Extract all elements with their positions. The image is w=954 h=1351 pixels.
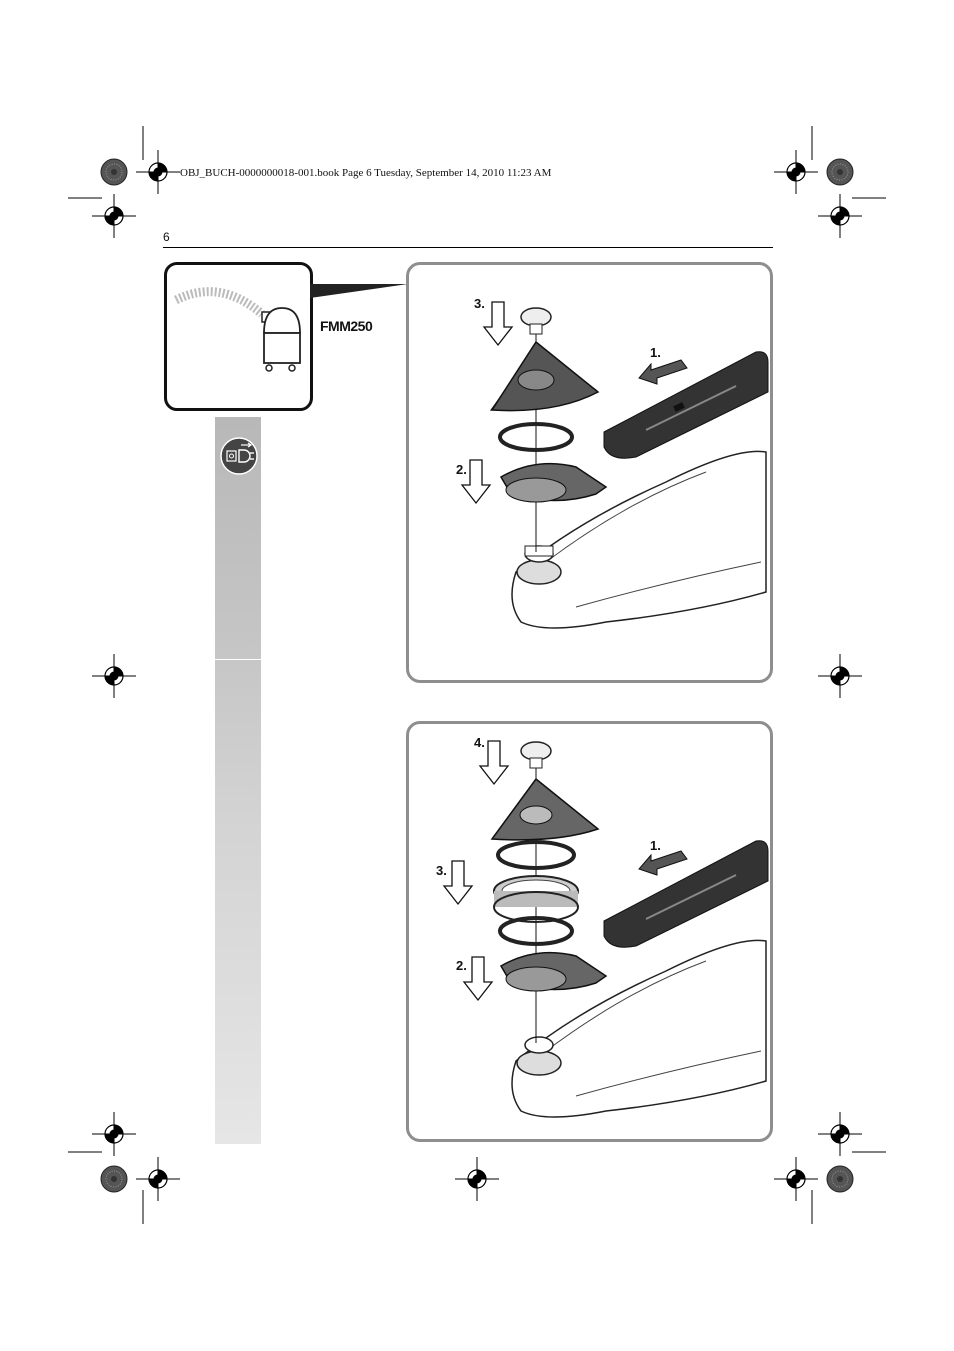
model-label: FMM250 — [320, 318, 373, 334]
unplug-power-icon — [220, 437, 258, 475]
callout-pointer — [310, 284, 408, 298]
figure-bottom-illustration — [442, 740, 769, 1118]
bottom-step-4: 4. — [474, 735, 485, 750]
bottom-step-2: 2. — [456, 958, 467, 973]
top-step-1: 1. — [650, 345, 661, 360]
bottom-step-1: 1. — [650, 838, 661, 853]
header-rule — [163, 247, 773, 248]
bottom-step-3: 3. — [436, 863, 447, 878]
sidebar-strip — [215, 417, 261, 1144]
top-step-2: 2. — [456, 462, 467, 477]
dust-extractor-icon — [173, 287, 301, 372]
book-header: OBJ_BUCH-0000000018-001.book Page 6 Tues… — [180, 167, 552, 179]
top-step-3: 3. — [474, 296, 485, 311]
figure-top-illustration — [460, 301, 769, 629]
page-number: 6 — [163, 230, 170, 244]
sidebar-divider — [215, 659, 261, 660]
